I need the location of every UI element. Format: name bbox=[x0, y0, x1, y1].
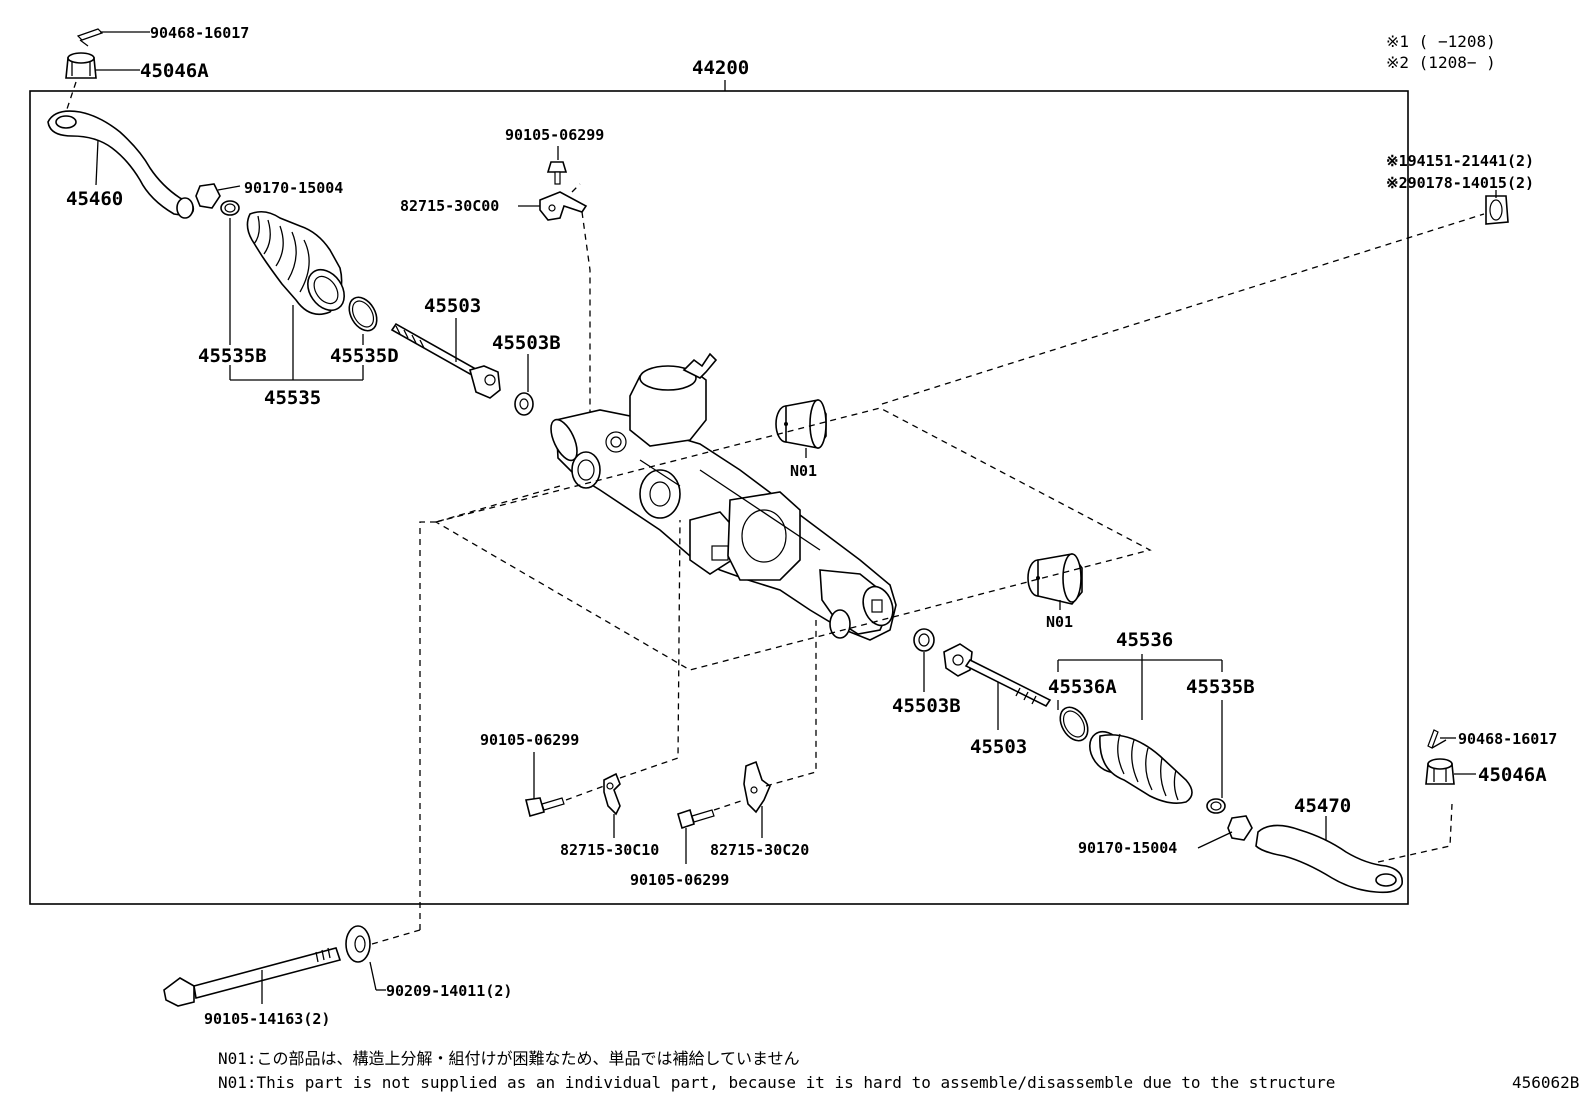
label-45536A: 45536A bbox=[1048, 676, 1117, 698]
boot-clamp-small-right-icon bbox=[1206, 798, 1226, 814]
jam-nut-left-icon bbox=[195, 183, 221, 209]
mount-nut-right-icon bbox=[1485, 195, 1509, 225]
claw-washer-left-icon bbox=[514, 392, 534, 416]
label-90468-16017-right: 90468-16017 bbox=[1458, 730, 1557, 748]
figure-id: 456062B bbox=[1512, 1073, 1579, 1092]
note-japanese: N01:この部品は、構造上分解・組付けが困難なため、単品では補給していません bbox=[218, 1049, 800, 1068]
castle-nut-icon bbox=[65, 52, 97, 79]
label-45503-left: 45503 bbox=[424, 295, 481, 317]
label-45503-right: 45503 bbox=[970, 736, 1027, 758]
bolt-top-icon bbox=[546, 161, 568, 185]
label-45535B-right: 45535B bbox=[1186, 676, 1255, 698]
label-90178-14015: ※290178-14015(2) bbox=[1386, 174, 1534, 192]
label-90105-06299-bottom: 90105-06299 bbox=[630, 871, 729, 889]
label-n01-top: N01 bbox=[790, 462, 817, 480]
label-45535: 45535 bbox=[264, 387, 321, 409]
jam-nut-right-icon bbox=[1227, 815, 1253, 841]
label-90105-06299-left: 90105-06299 bbox=[480, 731, 579, 749]
label-45503B-right: 45503B bbox=[892, 695, 961, 717]
label-44200: 44200 bbox=[692, 57, 749, 79]
inner-tie-rod-right-icon bbox=[943, 643, 1052, 708]
label-90170-15004-right: 90170-15004 bbox=[1078, 839, 1177, 857]
cotter-pin-icon bbox=[76, 28, 104, 47]
note-english: N01:This part is not supplied as an indi… bbox=[218, 1073, 1335, 1092]
label-45046A-right: 45046A bbox=[1478, 764, 1547, 786]
legend-line-1: ※1 ( −1208) bbox=[1386, 32, 1496, 51]
mount-bushing-right-icon bbox=[1027, 553, 1083, 605]
assembly-44200-frame bbox=[29, 90, 1409, 905]
long-bolt-icon bbox=[163, 947, 342, 1007]
label-82715-30C20: 82715-30C20 bbox=[710, 841, 809, 859]
boot-clamp-small-left-icon bbox=[220, 200, 240, 216]
washer-90209-14011-icon bbox=[345, 925, 371, 963]
label-45535B-left: 45535B bbox=[198, 345, 267, 367]
rack-boot-right-icon bbox=[1089, 730, 1193, 804]
legend-line-2: ※2 (1208− ) bbox=[1386, 53, 1496, 72]
label-45536: 45536 bbox=[1116, 629, 1173, 651]
label-90209-14011: 90209-14011(2) bbox=[386, 982, 512, 1000]
label-82715-30C00: 82715-30C00 bbox=[400, 197, 499, 215]
bolt-lower-left-icon bbox=[525, 797, 565, 817]
tie-rod-end-right-icon bbox=[1255, 824, 1403, 894]
castle-nut-right-icon bbox=[1425, 758, 1455, 785]
label-90105-06299-top: 90105-06299 bbox=[505, 126, 604, 144]
bracket-82715-30C00-icon bbox=[539, 191, 588, 221]
label-82715-30C10: 82715-30C10 bbox=[560, 841, 659, 859]
label-45535D: 45535D bbox=[330, 345, 399, 367]
cotter-pin-right-icon bbox=[1427, 729, 1447, 749]
label-45503B-left: 45503B bbox=[492, 332, 561, 354]
label-45460: 45460 bbox=[66, 188, 123, 210]
label-45470: 45470 bbox=[1294, 795, 1351, 817]
tie-rod-end-left-icon bbox=[47, 110, 195, 219]
label-90105-14163: 90105-14163(2) bbox=[204, 1010, 330, 1028]
rack-boot-left-icon bbox=[246, 210, 345, 316]
bracket-82715-30C10-icon bbox=[603, 772, 621, 816]
label-90468-16017-left: 90468-16017 bbox=[150, 24, 249, 42]
boot-clamp-large-left-icon bbox=[348, 296, 378, 332]
boot-clamp-large-right-icon bbox=[1059, 706, 1089, 742]
bolt-lower-mid-icon bbox=[677, 808, 715, 830]
steering-gear-housing-icon bbox=[550, 352, 897, 641]
mount-bushing-top-icon bbox=[775, 399, 827, 449]
claw-washer-right-icon bbox=[913, 628, 935, 652]
label-45046A-left: 45046A bbox=[140, 60, 209, 82]
label-90170-15004-left: 90170-15004 bbox=[244, 179, 343, 197]
bracket-82715-30C20-icon bbox=[743, 760, 771, 814]
label-n01-right: N01 bbox=[1046, 613, 1073, 631]
inner-tie-rod-left-icon bbox=[390, 322, 501, 399]
label-94151-21441: ※194151-21441(2) bbox=[1386, 152, 1534, 170]
